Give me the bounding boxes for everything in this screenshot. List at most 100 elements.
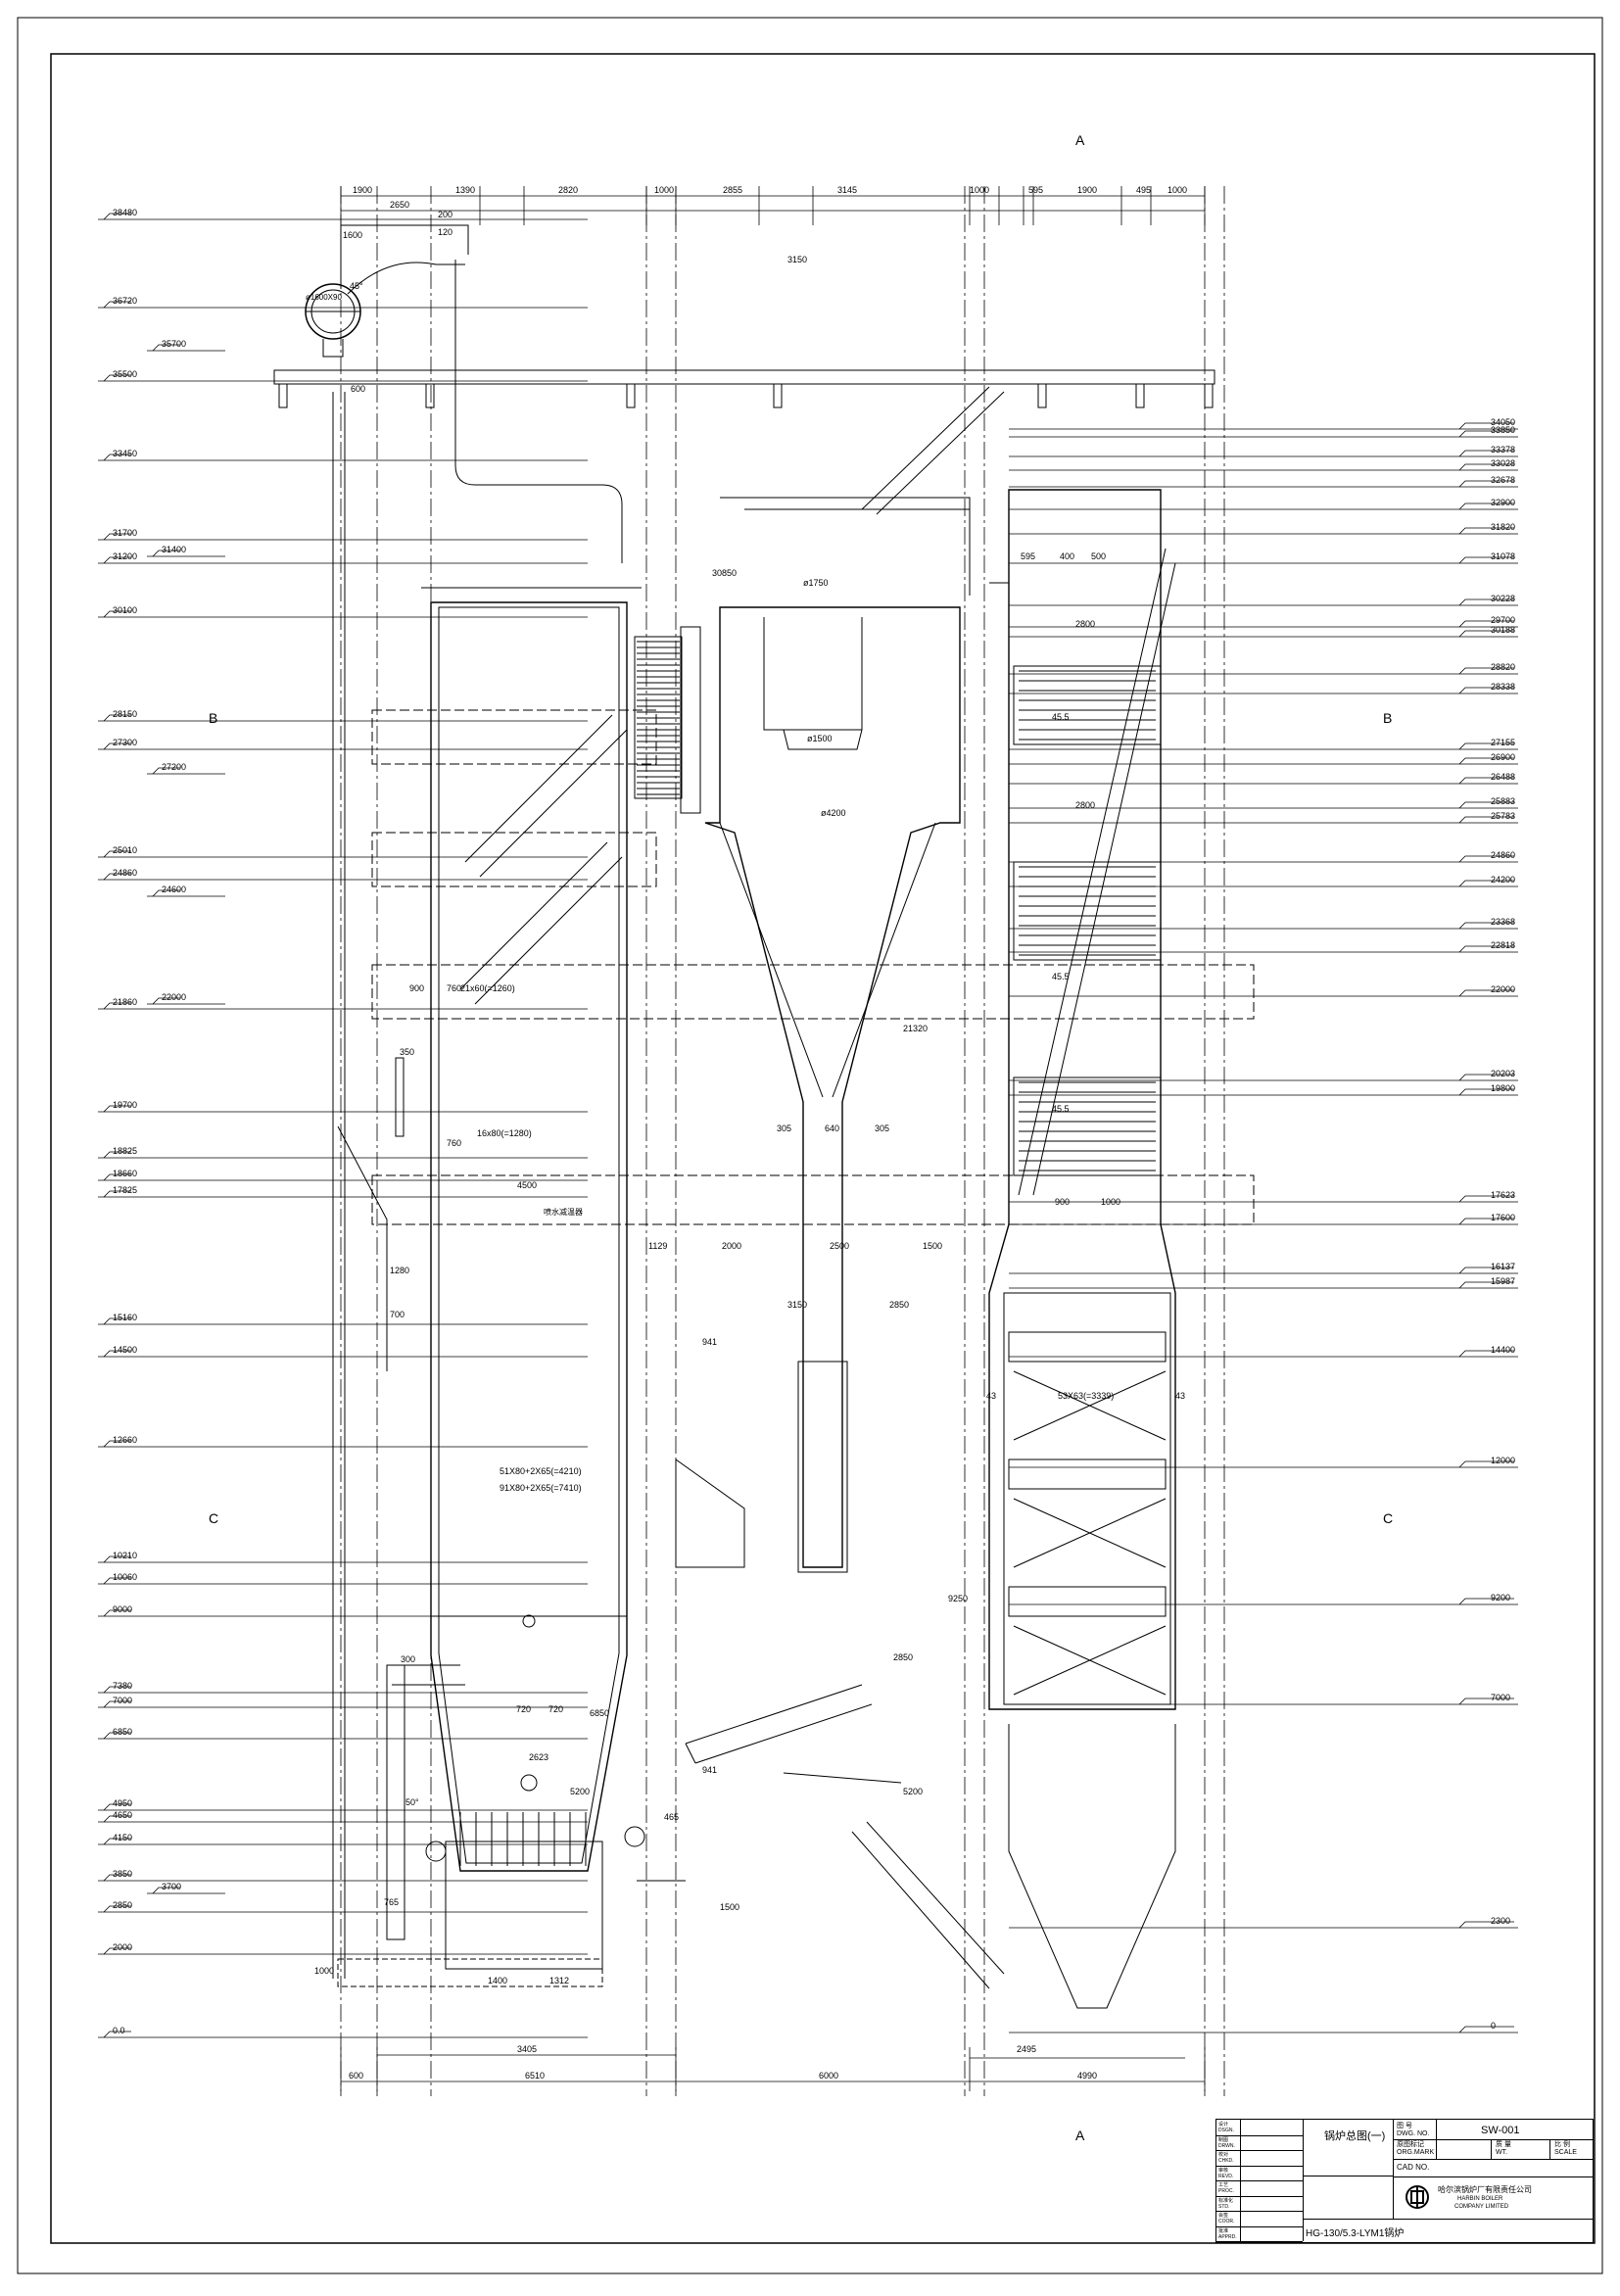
dim-2623: 2623 <box>529 1752 548 1762</box>
left-elevation-value: 2000 <box>113 1942 132 1952</box>
left-elevation-marker <box>103 873 131 881</box>
bottom-dim-value: 4990 <box>1077 2071 1097 2081</box>
sign-row-label-cn: 制图 <box>1218 2136 1229 2143</box>
dim-300: 300 <box>401 1654 415 1664</box>
right-elevation-value: 30188 <box>1491 625 1515 635</box>
right-elevation-marker <box>1458 816 1514 824</box>
riser-pipe <box>347 262 465 295</box>
left-bracket <box>387 1664 465 1686</box>
sign-row-label-cn: 标准化 <box>1218 2197 1234 2204</box>
left-elevation-value: 18660 <box>113 1169 137 1178</box>
left-elevation-value: 24860 <box>113 868 137 878</box>
model-divider <box>1303 2219 1593 2220</box>
left-elevation-marker <box>103 742 131 750</box>
drum-diameter-label: ø1600X90 <box>306 293 342 302</box>
left-elevation-value: 31700 <box>113 528 137 538</box>
left-elevation-marker <box>103 1803 131 1811</box>
top-dim-value: 1390 <box>455 185 475 195</box>
tubes-spec-1: 51X80+2X65(=4210) <box>500 1466 582 1476</box>
right-elevation-value: 25883 <box>1491 796 1515 806</box>
dim-941-b: 941 <box>702 1765 717 1775</box>
left-elevation-value: 12660 <box>113 1435 137 1445</box>
dim-45-5-c: 45.5 <box>1052 1104 1070 1114</box>
sign-row-label-en: REVD. <box>1218 2173 1234 2179</box>
dim-1500: 1500 <box>923 1241 942 1251</box>
dim-2800-a: 2800 <box>1075 619 1095 629</box>
cyclone-top-dia: ø1750 <box>803 578 829 588</box>
dimension-lines <box>98 186 1518 2096</box>
right-elevation-marker <box>1458 2026 1514 2033</box>
cyclone-vortex-finder <box>763 617 863 731</box>
secondary-air-duct <box>685 1684 873 1764</box>
back-pass-shell <box>988 489 1176 1710</box>
row2-divider-v2 <box>1549 2139 1550 2159</box>
platform-outline <box>371 964 1255 1020</box>
right-elevation-marker <box>1458 1218 1514 1225</box>
left-elevation-marker <box>103 1686 131 1694</box>
left-elevation-value: 10060 <box>113 1572 137 1582</box>
drum-support <box>322 339 344 358</box>
left-elevation-value: 7380 <box>113 1681 132 1691</box>
right-elevation-marker <box>1458 430 1514 438</box>
right-elevation-value: 30228 <box>1491 594 1515 603</box>
left-elevation-marker <box>103 1838 131 1845</box>
right-elevation-marker <box>1458 922 1514 930</box>
left-small-pipe <box>395 1057 405 1137</box>
dim-765: 765 <box>384 1897 399 1907</box>
left-elevation-value: 19700 <box>113 1100 137 1110</box>
dim-3150-top: 3150 <box>787 255 807 264</box>
left-elevation-marker <box>103 1317 131 1325</box>
sign-row-label-en: CHKD. <box>1218 2158 1234 2164</box>
left-elevation-marker <box>103 1815 131 1823</box>
left-elevation-marker <box>103 1105 131 1113</box>
left-elevation-value: 24600 <box>162 885 186 894</box>
left-header-circle <box>425 1841 447 1862</box>
dim-1000-left: 1000 <box>314 1966 334 1976</box>
dim-5200-a: 5200 <box>570 1787 590 1796</box>
right-elevation-marker <box>1458 422 1514 430</box>
top-dim-value: 1000 <box>654 185 674 195</box>
right-elevation-marker <box>1458 1921 1514 1929</box>
outer-border <box>17 17 1603 2274</box>
sign-row-label-en: COOR. <box>1218 2219 1235 2224</box>
tubes-spec-2: 91X80+2X65(=7410) <box>500 1483 582 1493</box>
right-elevation-value: 31820 <box>1491 522 1515 532</box>
ash-hopper <box>1008 1724 1176 2009</box>
right-elevation-marker <box>1458 450 1514 457</box>
right-elevation-value: 33850 <box>1491 425 1515 435</box>
top-dim-value: 3145 <box>837 185 857 195</box>
dim-595-b: 595 <box>1021 551 1035 561</box>
stair-left-lower <box>459 841 623 1005</box>
dim-5200-b: 5200 <box>903 1787 923 1796</box>
platform-hanger <box>278 383 288 408</box>
gas-duct-diagonal <box>861 386 1005 515</box>
dim-900-b: 900 <box>1055 1197 1070 1207</box>
left-elevation-marker <box>103 1577 131 1585</box>
bottom-dim-value: 6510 <box>525 2071 545 2081</box>
right-elevation-value: 20203 <box>1491 1069 1515 1078</box>
sign-row-label-en: PROC. <box>1218 2188 1234 2194</box>
back-pass-bracing <box>1018 548 1176 1196</box>
sign-row-label-cn: 工艺 <box>1218 2182 1229 2188</box>
left-elevation-marker <box>103 1190 131 1198</box>
row2-divider-v1 <box>1491 2139 1492 2159</box>
cyclone-cone <box>719 822 936 1098</box>
right-elevation-marker <box>1458 667 1514 675</box>
bottom-dim-value: 1400 <box>488 1976 507 1985</box>
cyclone-outlet <box>779 729 863 750</box>
inner-border <box>50 53 1596 2244</box>
dim-53x63: 53X63(=3339) <box>1058 1391 1114 1401</box>
right-elevation-value: 25783 <box>1491 811 1515 821</box>
right-elevation-value: 28338 <box>1491 682 1515 692</box>
right-elevation-value: 24200 <box>1491 875 1515 885</box>
sign-row-label-en: DRWN. <box>1218 2142 1235 2149</box>
dim-760-b: 760 <box>447 1138 461 1148</box>
annotations: ø1600X90 45° ø1750 ø1500 ø4200 640 305 3… <box>306 255 1185 1976</box>
air-distributor <box>445 1841 603 1970</box>
